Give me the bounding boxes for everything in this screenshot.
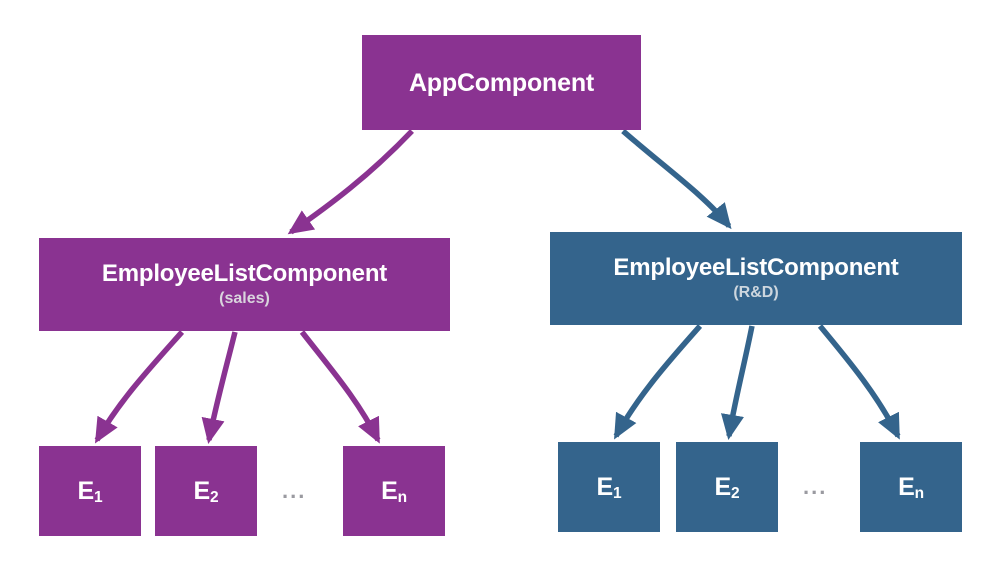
edge-sales-to-en <box>299 330 381 444</box>
node-employee-list-sales-subtitle: (sales) <box>219 289 270 307</box>
edge-sales-to-e1 <box>94 330 185 444</box>
node-employee-rd-1-label: E1 <box>596 473 622 503</box>
node-employee-sales-n-label: En <box>381 477 407 507</box>
node-app-component-label: AppComponent <box>408 68 595 97</box>
edge-rd-to-e2 <box>721 325 755 440</box>
edge-rd-to-e1 <box>613 324 703 440</box>
node-employee-list-rd-label: EmployeeListComponent <box>613 254 899 282</box>
node-employee-sales-2[interactable]: E2 <box>155 446 257 536</box>
node-employee-rd-n[interactable]: En <box>860 442 962 532</box>
node-employee-rd-2-label: E2 <box>714 473 740 503</box>
node-employee-list-rd[interactable]: EmployeeListComponent (R&D) <box>550 232 962 325</box>
node-employee-rd-n-label: En <box>898 473 924 503</box>
edge-app-to-rd <box>621 128 732 230</box>
node-employee-sales-1[interactable]: E1 <box>39 446 141 536</box>
node-employee-rd-2[interactable]: E2 <box>676 442 778 532</box>
ellipsis-sales: ... <box>282 478 307 503</box>
node-employee-list-sales-label: EmployeeListComponent <box>101 260 388 288</box>
edge-rd-to-en <box>817 324 901 440</box>
node-employee-list-sales[interactable]: EmployeeListComponent (sales) <box>39 238 450 331</box>
node-employee-sales-n[interactable]: En <box>343 446 445 536</box>
node-employee-sales-1-label: E1 <box>77 477 103 507</box>
ellipsis-rd: ... <box>803 474 828 499</box>
edge-app-to-sales <box>287 129 414 235</box>
node-employee-list-rd-subtitle: (R&D) <box>733 283 779 301</box>
node-employee-sales-2-label: E2 <box>193 477 219 507</box>
node-employee-rd-1[interactable]: E1 <box>558 442 660 532</box>
edge-sales-to-e2 <box>201 331 238 444</box>
node-app-component[interactable]: AppComponent <box>362 35 641 130</box>
